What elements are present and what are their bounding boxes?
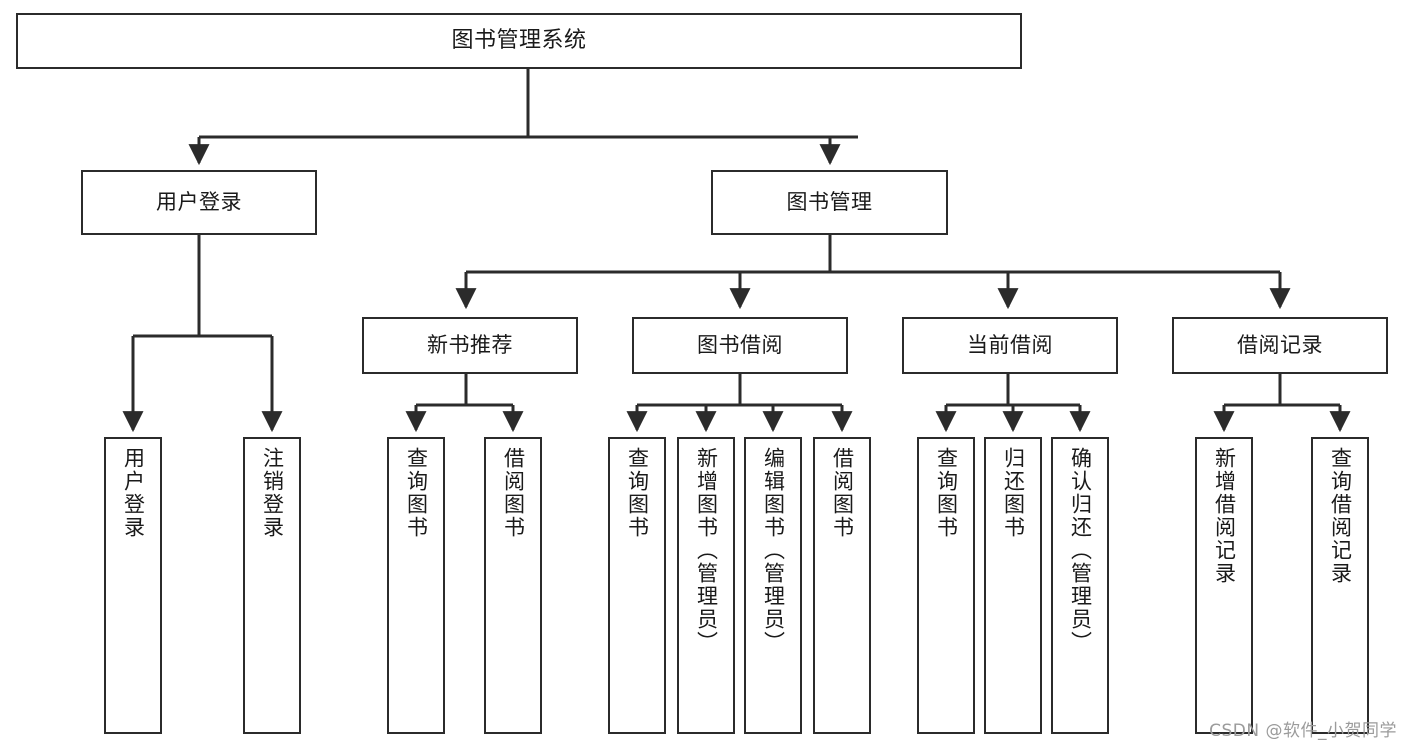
node-leaf-confirm-return[interactable]: 确认归还（管理员） — [1051, 437, 1109, 734]
watermark-text: CSDN @软件_小贺同学 — [1209, 721, 1397, 741]
node-leaf-return-book-label: 归还图书 — [1001, 447, 1026, 539]
node-current-borrow[interactable]: 当前借阅 — [902, 317, 1118, 374]
node-leaf-borrow-book-rec[interactable]: 借阅图书 — [484, 437, 542, 734]
node-leaf-edit-book-label: 编辑图书（管理员） — [761, 447, 786, 654]
node-leaf-query-record-label: 查询借阅记录 — [1328, 447, 1353, 585]
node-book-borrow-label: 图书借阅 — [697, 332, 783, 357]
node-leaf-borrow-book-label: 借阅图书 — [830, 447, 855, 539]
node-leaf-query-book-current[interactable]: 查询图书 — [917, 437, 975, 734]
node-book-manage-label: 图书管理 — [786, 189, 873, 214]
node-leaf-user-login[interactable]: 用户登录 — [104, 437, 162, 734]
node-book-borrow[interactable]: 图书借阅 — [632, 317, 848, 374]
node-leaf-logout[interactable]: 注销登录 — [243, 437, 301, 734]
node-leaf-query-book-rec-label: 查询图书 — [404, 447, 429, 539]
node-new-book-rec-label: 新书推荐 — [427, 332, 513, 357]
node-leaf-query-book-rec[interactable]: 查询图书 — [387, 437, 445, 734]
node-leaf-add-record-label: 新增借阅记录 — [1212, 447, 1237, 585]
node-book-manage[interactable]: 图书管理 — [711, 170, 948, 235]
node-leaf-add-record[interactable]: 新增借阅记录 — [1195, 437, 1253, 734]
node-leaf-add-book[interactable]: 新增图书（管理员） — [677, 437, 735, 734]
node-root[interactable]: 图书管理系统 — [16, 13, 1022, 69]
node-borrow-record[interactable]: 借阅记录 — [1172, 317, 1388, 374]
node-current-borrow-label: 当前借阅 — [967, 332, 1053, 357]
node-leaf-logout-label: 注销登录 — [260, 447, 285, 539]
node-root-label: 图书管理系统 — [451, 27, 587, 53]
node-borrow-record-label: 借阅记录 — [1237, 332, 1323, 357]
node-leaf-query-book-current-label: 查询图书 — [934, 447, 959, 539]
node-new-book-rec[interactable]: 新书推荐 — [362, 317, 578, 374]
node-leaf-query-record[interactable]: 查询借阅记录 — [1311, 437, 1369, 734]
node-leaf-borrow-book-rec-label: 借阅图书 — [501, 447, 526, 539]
node-leaf-confirm-return-label: 确认归还（管理员） — [1068, 447, 1093, 654]
node-leaf-query-book-borrow[interactable]: 查询图书 — [608, 437, 666, 734]
node-leaf-user-login-label: 用户登录 — [121, 447, 146, 539]
node-leaf-edit-book[interactable]: 编辑图书（管理员） — [744, 437, 802, 734]
node-leaf-query-book-borrow-label: 查询图书 — [625, 447, 650, 539]
node-leaf-borrow-book[interactable]: 借阅图书 — [813, 437, 871, 734]
node-leaf-add-book-label: 新增图书（管理员） — [694, 447, 719, 654]
node-user-login-label: 用户登录 — [156, 189, 242, 214]
node-leaf-return-book[interactable]: 归还图书 — [984, 437, 1042, 734]
node-user-login[interactable]: 用户登录 — [81, 170, 317, 235]
